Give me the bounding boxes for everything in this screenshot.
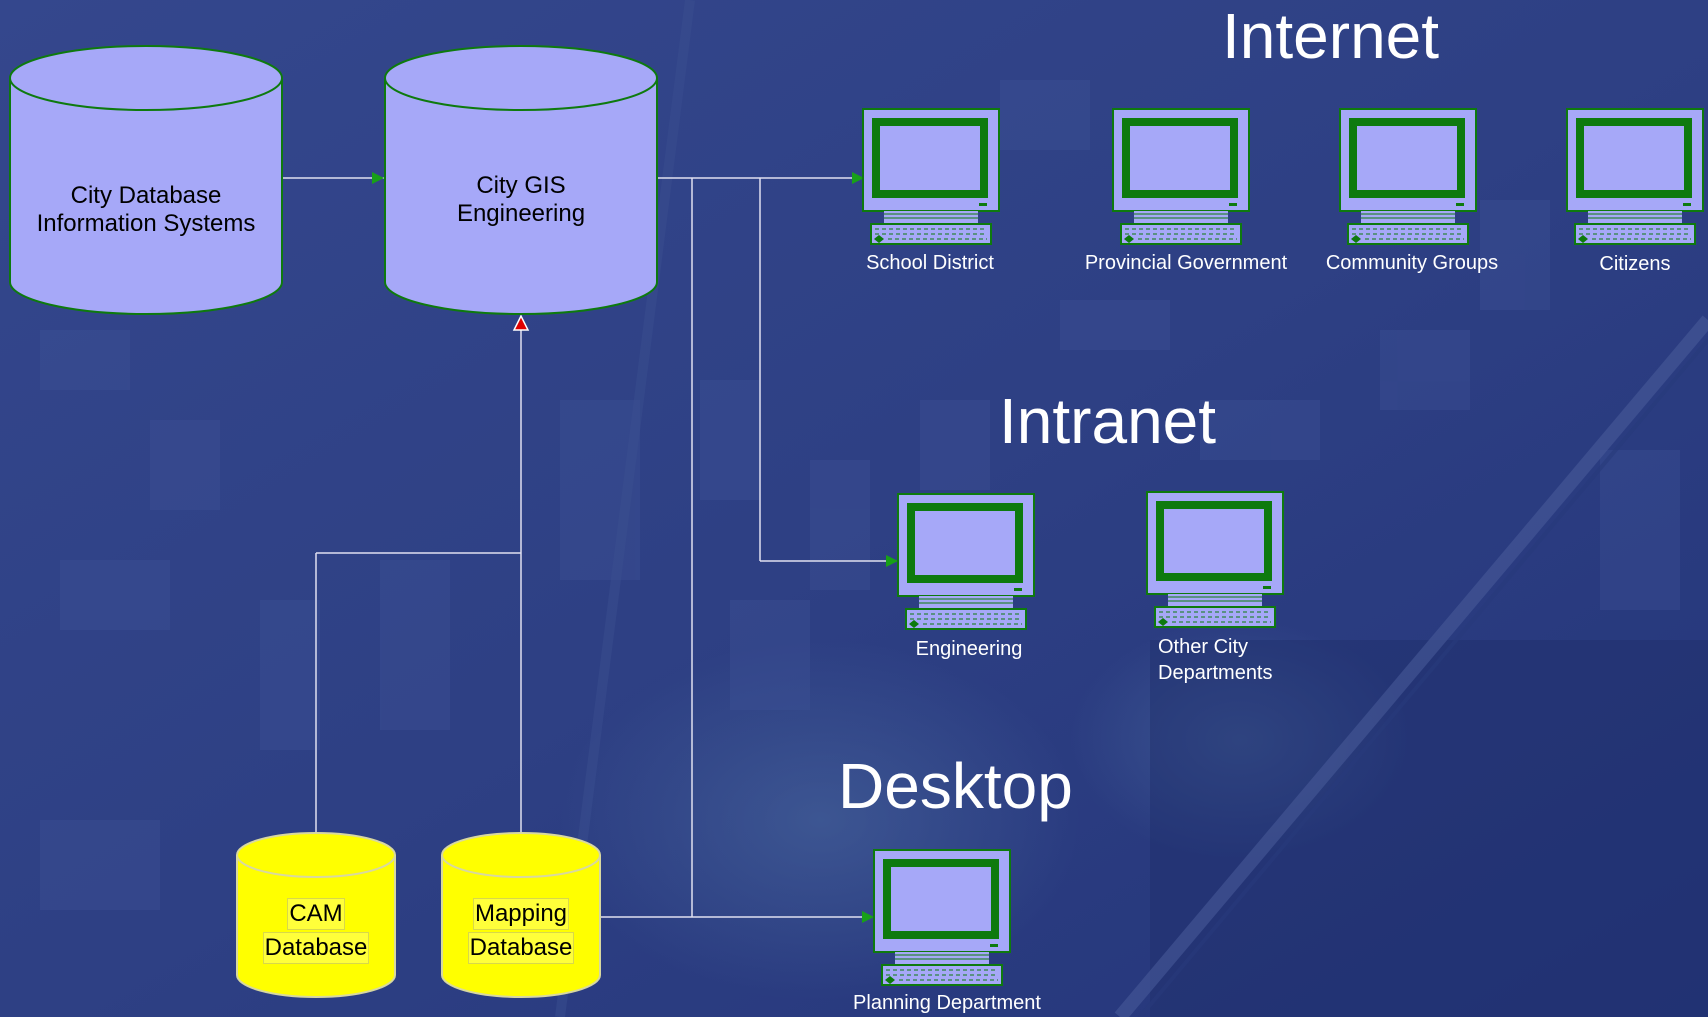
school-district-label: School District (866, 252, 994, 274)
arrow-head-icon (862, 911, 874, 923)
gis-label-line: Engineering (456, 200, 586, 227)
database-gis-icon (384, 45, 658, 315)
community-groups-label: Community Groups (1325, 252, 1499, 274)
arrow-up-icon (512, 314, 530, 331)
computer-provincial-government-icon (1112, 108, 1250, 245)
cam-db-label-line: CAM (287, 898, 345, 930)
mapping-db-label-line: Mapping (472, 898, 570, 930)
rail-line (1114, 315, 1708, 1017)
mapping-db-label: Mapping Database (442, 897, 600, 965)
citizens-label: Citizens (1599, 253, 1671, 275)
arrow-head-icon (852, 172, 864, 184)
computer-citizens-icon (1566, 108, 1704, 245)
rail-line (1138, 338, 1708, 1017)
computer-engineering-icon (897, 493, 1035, 630)
computer-other-city-departments-icon (1146, 491, 1284, 628)
other-city-departments-label: Other City Departments (1158, 634, 1273, 686)
gis-label: City GIS Engineering (385, 172, 657, 228)
arrowheads (372, 172, 898, 923)
city-db-label: City Database Information Systems (10, 182, 282, 238)
other-city-departments-label-line: Departments (1158, 662, 1273, 684)
connectors (283, 177, 894, 918)
city-db-label-line: Information Systems (36, 210, 256, 237)
engineering-label: Engineering (915, 638, 1023, 660)
provincial-government-label: Provincial Government (1084, 252, 1288, 274)
internet-heading: Internet (1222, 0, 1440, 72)
computer-planning-department-icon (873, 849, 1011, 986)
other-city-departments-label-line: Other City (1158, 636, 1249, 658)
city-blocks (40, 80, 1680, 910)
computer-school-district-icon (862, 108, 1000, 245)
mapping-db-label-line: Database (467, 932, 575, 964)
intranet-heading: Intranet (999, 385, 1217, 457)
city-db-label-line: City Database (70, 182, 222, 209)
desktop-heading: Desktop (838, 750, 1073, 822)
computer-community-groups-icon (1339, 108, 1477, 245)
planning-department-label: Planning Department (853, 992, 1041, 1014)
park-area (1070, 620, 1410, 860)
arrow-head-icon (372, 172, 384, 184)
cam-db-label-line: Database (262, 932, 370, 964)
arrow-head-icon (886, 555, 898, 567)
cam-db-label: CAM Database (237, 897, 395, 965)
forest-area (1150, 640, 1708, 1017)
gis-label-line: City GIS (476, 172, 566, 199)
database-city-db-icon (9, 45, 283, 315)
